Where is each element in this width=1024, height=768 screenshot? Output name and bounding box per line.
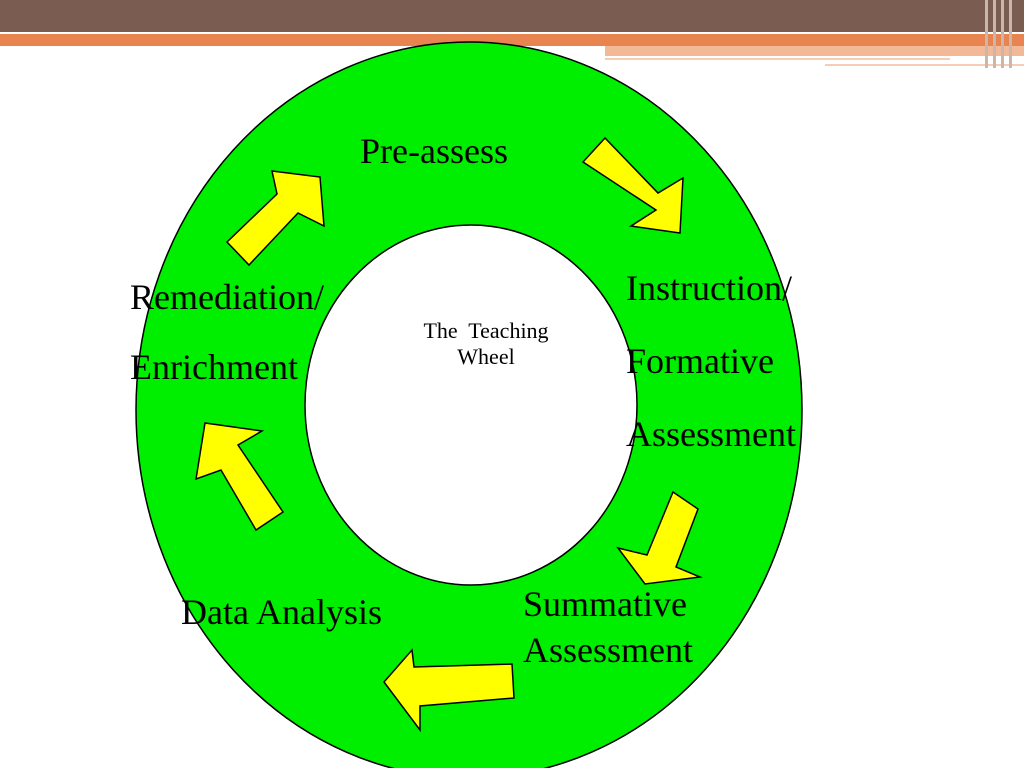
arrow-summative-to-data-analysis [383, 648, 515, 733]
header-stripe-3 [1001, 0, 1004, 68]
arrow-remediation-to-pre-assess [225, 170, 325, 267]
label-pre-assess: Pre-assess [360, 133, 508, 169]
instruction-line-2: Formative [626, 341, 774, 381]
header-stripe-2 [993, 0, 996, 68]
header-light-band [605, 46, 1024, 56]
label-summative: Summative Assessment [523, 586, 693, 668]
header-bar [0, 0, 1024, 68]
label-data-analysis: Data Analysis [181, 594, 382, 630]
header-thin-line-2 [825, 64, 1024, 66]
summative-line-2: Assessment [523, 630, 693, 670]
remediation-line-2: Enrichment [130, 347, 298, 387]
remediation-line-1: Remediation/ [130, 277, 324, 317]
pre-assess-line-1: Pre-assess [360, 131, 508, 171]
arrow-pre-assess-to-instruction [581, 136, 684, 234]
center-title-line-2: Wheel [457, 344, 515, 370]
label-remediation: Remediation/ Enrichment [130, 279, 324, 385]
summative-line-1: Summative [523, 584, 687, 624]
label-instruction: Instruction/ Formative Assessment [626, 270, 796, 452]
arrow-data-analysis-to-remediation [195, 422, 285, 532]
data-analysis-line-1: Data Analysis [181, 592, 382, 632]
header-stripe-4 [1009, 0, 1012, 68]
header-dark-band [0, 0, 1024, 32]
header-accent-band [0, 34, 1024, 46]
arrow-instruction-to-summative [616, 490, 703, 585]
header-stripe-1 [985, 0, 988, 68]
instruction-line-3: Assessment [626, 414, 796, 454]
center-title-line-1: The Teaching [423, 318, 549, 343]
header-thin-line [605, 58, 950, 60]
instruction-line-1: Instruction/ [626, 268, 792, 308]
wheel-center-title: The Teaching Wheel [386, 318, 586, 371]
